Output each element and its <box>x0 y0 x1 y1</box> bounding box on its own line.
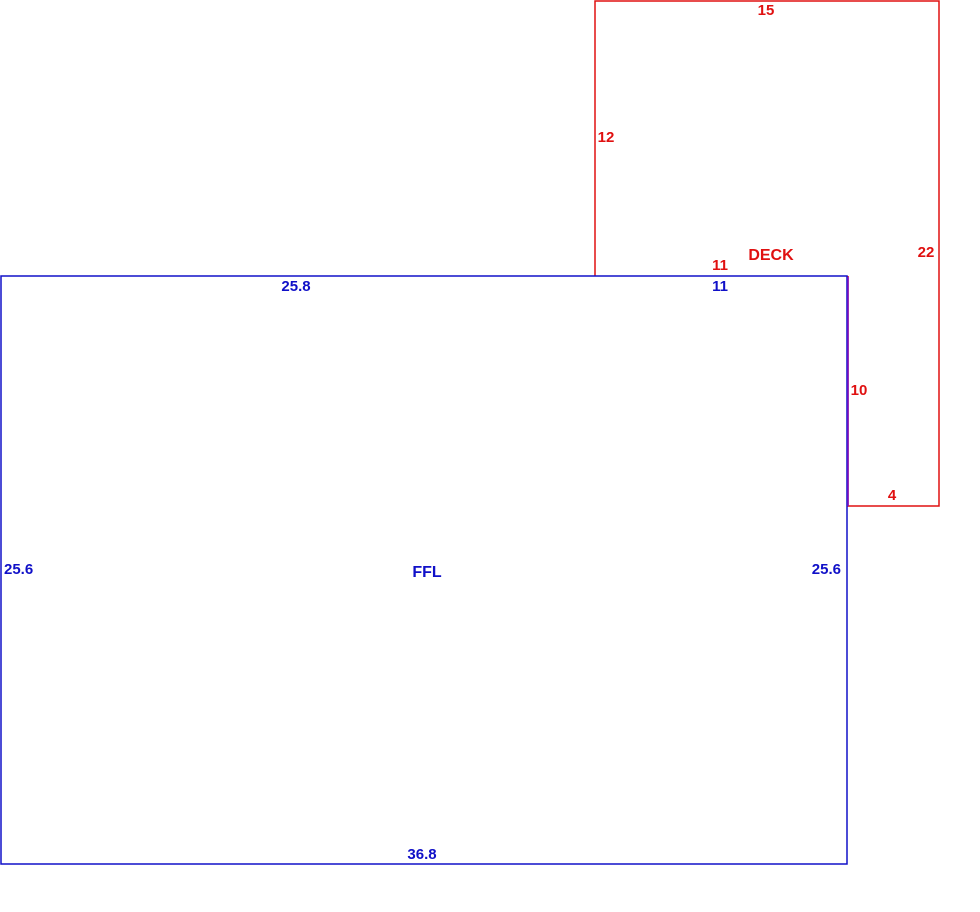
ffl-outline <box>0 275 848 865</box>
ffl-right-dimension: 25.6 <box>812 561 841 578</box>
ffl-top-left-dimension: 25.8 <box>281 278 310 295</box>
deck-area-name: DECK <box>748 247 794 264</box>
deck-right-dimension: 22 <box>918 244 935 261</box>
deck-inner-dimension: 10 <box>851 382 868 399</box>
deck-left-dimension: 12 <box>598 129 615 146</box>
ffl-top-right-dimension: 11 <box>712 278 728 295</box>
ffl-bottom-dimension: 36.8 <box>407 846 436 863</box>
deck-bottom-dimension: 4 <box>888 487 897 504</box>
ffl-left-dimension: 25.6 <box>4 561 33 578</box>
deck-top-dimension: 15 <box>758 2 775 19</box>
deck-shared-dimension: 11 <box>712 257 728 274</box>
ffl-area-name: FFL <box>412 564 442 581</box>
